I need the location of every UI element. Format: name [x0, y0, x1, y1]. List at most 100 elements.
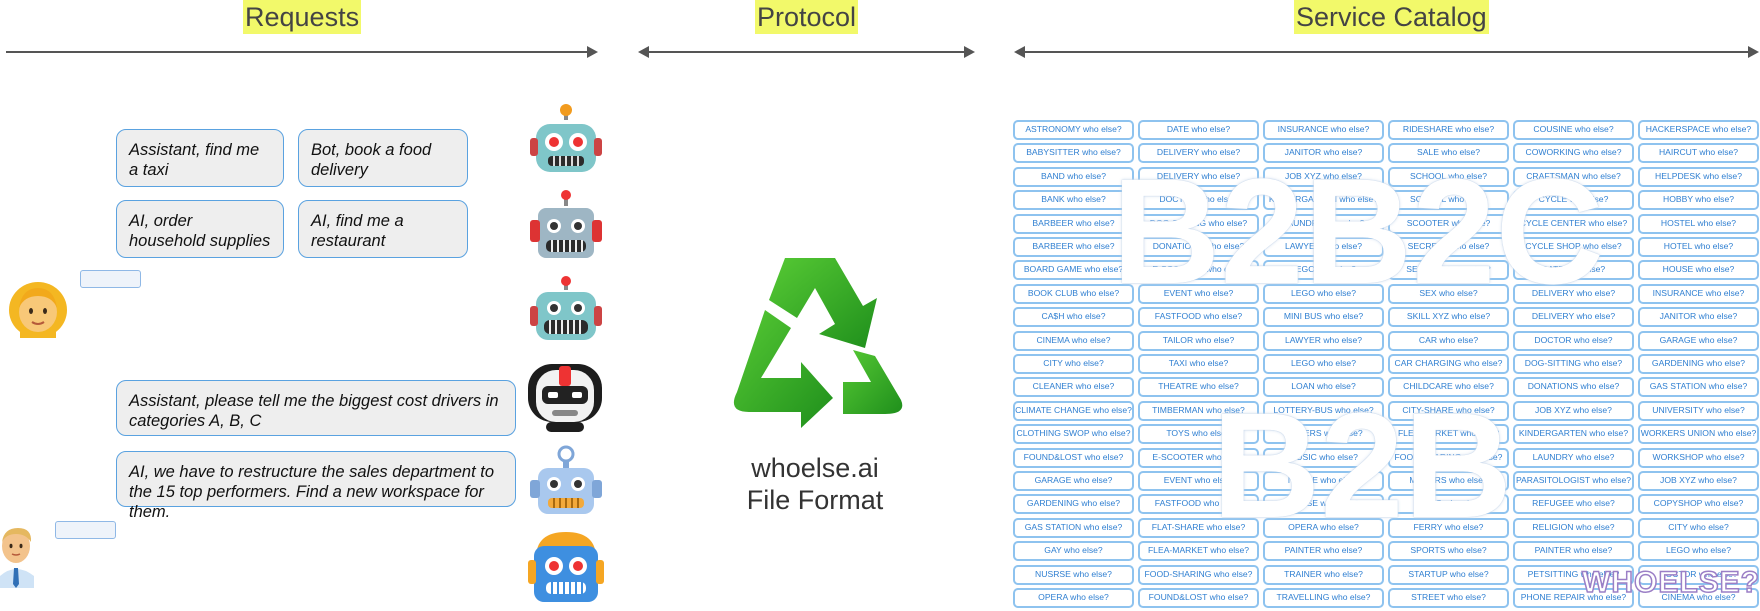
service-chip[interactable]: FASTFOOD who else? [1138, 494, 1259, 515]
service-chip[interactable]: THEATRE who else? [1138, 377, 1259, 398]
service-chip[interactable]: TAILOR who else? [1138, 330, 1259, 351]
service-chip[interactable]: EVENT who else? [1138, 283, 1259, 304]
service-chip[interactable]: RELIGION who else? [1513, 517, 1634, 538]
service-chip[interactable]: JOB XYZ who else? [1263, 166, 1384, 187]
service-chip[interactable]: CITY-SHARE who else? [1388, 400, 1509, 421]
service-chip[interactable]: GARAGE who else? [1013, 471, 1134, 491]
service-chip[interactable]: WORKSHOP who else? [1638, 447, 1759, 468]
service-chip[interactable]: TRAINER who else? [1263, 564, 1384, 585]
service-chip[interactable]: LAUNDRY who else? [1263, 213, 1384, 234]
service-chip[interactable]: LAWYER who else? [1263, 237, 1384, 257]
service-chip[interactable]: DONATIONS who else? [1138, 237, 1259, 257]
service-chip[interactable]: GARDENING who else? [1013, 494, 1134, 515]
service-chip[interactable]: CAR CHARGING who else? [1388, 354, 1509, 374]
service-chip[interactable]: HOTEL who else? [1638, 237, 1759, 257]
service-chip[interactable]: REFUGEE who else? [1513, 494, 1634, 515]
service-chip[interactable]: CITY who else? [1638, 517, 1759, 538]
service-chip[interactable]: DELIVERY who else? [1138, 166, 1259, 187]
service-chip[interactable]: DOCTOR who else? [1138, 190, 1259, 211]
service-chip[interactable]: JOB XYZ who else? [1513, 400, 1634, 421]
service-chip[interactable]: SALE who else? [1388, 143, 1509, 164]
service-chip[interactable]: NURSE who else? [1263, 494, 1384, 515]
service-chip[interactable]: CINEMA who else? [1013, 330, 1134, 351]
service-chip[interactable]: INSURANCE who else? [1638, 283, 1759, 304]
service-chip[interactable]: INSURANCE who else? [1263, 120, 1384, 140]
service-chip[interactable]: LOAN who else? [1263, 377, 1384, 398]
service-chip[interactable]: DELIVERY who else? [1138, 143, 1259, 164]
service-chip[interactable]: LOTTERY-BUS who else? [1263, 400, 1384, 421]
service-chip[interactable]: MOVERS who else? [1388, 471, 1509, 491]
service-chip[interactable]: JANITOR who else? [1638, 307, 1759, 328]
service-chip[interactable]: HAIRCUT who else? [1638, 143, 1759, 164]
service-chip[interactable]: FOUND&LOST who else? [1013, 447, 1134, 468]
service-chip[interactable]: COPYSHOP who else? [1638, 494, 1759, 515]
service-chip[interactable]: TRAVELLING who else? [1263, 588, 1384, 608]
service-chip[interactable]: CLOTHING SWOP who else? [1013, 424, 1134, 445]
service-chip[interactable]: DELIVERY who else? [1513, 307, 1634, 328]
service-chip[interactable]: HACKERSPACE who else? [1638, 120, 1759, 140]
service-chip[interactable]: PETSITTING who else? [1513, 564, 1634, 585]
service-chip[interactable]: CLEANER who else? [1013, 377, 1134, 398]
service-chip[interactable]: CHILDCARE who else? [1388, 377, 1509, 398]
service-chip[interactable]: FOOD-SHARING who else? [1138, 564, 1259, 585]
service-chip[interactable]: CYCLE CENTER who else? [1513, 213, 1634, 234]
service-chip[interactable]: CITY who else? [1013, 354, 1134, 374]
service-chip[interactable]: LEGO who else? [1263, 260, 1384, 281]
service-chip[interactable]: JOB XYZ who else? [1638, 471, 1759, 491]
service-chip[interactable]: FOUND&LOST who else? [1138, 588, 1259, 608]
service-chip[interactable]: DATE who else? [1138, 120, 1259, 140]
service-chip[interactable]: FLAT-SHARE who else? [1138, 517, 1259, 538]
service-chip[interactable]: GAY who else? [1013, 541, 1134, 562]
service-chip[interactable]: OPERA who else? [1263, 517, 1384, 538]
service-chip[interactable]: MUSIC who else? [1388, 494, 1509, 515]
service-chip[interactable]: DOCTOR who else? [1513, 330, 1634, 351]
service-chip[interactable]: E-SCOOTER who else? [1138, 447, 1259, 468]
service-chip[interactable]: KINDERGARTEN who else? [1513, 424, 1634, 445]
service-chip[interactable]: BARBEER who else? [1013, 237, 1134, 257]
service-chip[interactable]: LAUNDRY who else? [1513, 447, 1634, 468]
service-chip[interactable]: OPERA who else? [1013, 588, 1134, 608]
service-chip[interactable]: BOARD GAME who else? [1013, 260, 1134, 281]
service-chip[interactable]: DONATIONS who else? [1513, 377, 1634, 398]
service-chip[interactable]: KINDERGARTEN who else? [1263, 190, 1384, 211]
service-chip[interactable]: E-SCOOTER who else? [1138, 260, 1259, 281]
service-chip[interactable]: ASTRONOMY who else? [1013, 120, 1134, 140]
service-chip[interactable]: BABYSITTER who else? [1013, 143, 1134, 164]
service-chip[interactable]: FASTFOOD who else? [1138, 307, 1259, 328]
service-chip[interactable]: CYCLE who else? [1513, 190, 1634, 211]
service-chip[interactable]: STREET who else? [1388, 588, 1509, 608]
service-chip[interactable]: FLEA-MARKET who else? [1388, 424, 1509, 445]
service-chip[interactable]: GARAGE who else? [1638, 330, 1759, 351]
service-chip[interactable]: SCOOTER who else? [1388, 213, 1509, 234]
service-chip[interactable]: PAINTER who else? [1263, 541, 1384, 562]
service-chip[interactable]: BAND who else? [1013, 166, 1134, 187]
service-chip[interactable]: SCHOOL who else? [1388, 166, 1509, 187]
service-chip[interactable]: HOUSE who else? [1638, 260, 1759, 281]
service-chip[interactable]: FLEA-MARKET who else? [1138, 541, 1259, 562]
service-chip[interactable]: DOG-SITTING who else? [1513, 354, 1634, 374]
service-chip[interactable]: MOVERS who else? [1263, 424, 1384, 445]
service-chip[interactable]: GAS STATION who else? [1638, 377, 1759, 398]
service-chip[interactable]: HOSTEL who else? [1638, 213, 1759, 234]
service-chip[interactable]: SCHOOL who else? [1388, 190, 1509, 211]
service-chip[interactable]: TOYS who else? [1138, 424, 1259, 445]
service-chip[interactable]: SECURITY who else? [1388, 260, 1509, 281]
service-chip[interactable]: GARDENING who else? [1638, 354, 1759, 374]
service-chip[interactable]: SECRETS who else? [1388, 237, 1509, 257]
service-chip[interactable]: CRAFTSMAN who else? [1513, 166, 1634, 187]
service-chip[interactable]: DOCTOR who else? [1638, 564, 1759, 585]
service-chip[interactable]: MINI BUS who else? [1263, 307, 1384, 328]
service-chip[interactable]: DATE who else? [1513, 260, 1634, 281]
service-chip[interactable]: HOBBY who else? [1638, 190, 1759, 211]
service-chip[interactable]: WORKERS UNION who else? [1638, 424, 1759, 445]
service-chip[interactable]: DOG-SITTING who else? [1138, 213, 1259, 234]
service-chip[interactable]: TIMBERMAN who else? [1138, 400, 1259, 421]
service-chip[interactable]: CLIMATE CHANGE who else? [1013, 400, 1134, 421]
service-chip[interactable]: RIDESHARE who else? [1388, 120, 1509, 140]
service-chip[interactable]: BANK who else? [1013, 190, 1134, 211]
service-chip[interactable]: COWORKING who else? [1513, 143, 1634, 164]
service-chip[interactable]: CINEMA who else? [1638, 588, 1759, 608]
service-chip[interactable]: SPORTS who else? [1388, 541, 1509, 562]
service-chip[interactable]: NUSRSE who else? [1013, 564, 1134, 585]
service-chip[interactable]: BARBEER who else? [1013, 213, 1134, 234]
